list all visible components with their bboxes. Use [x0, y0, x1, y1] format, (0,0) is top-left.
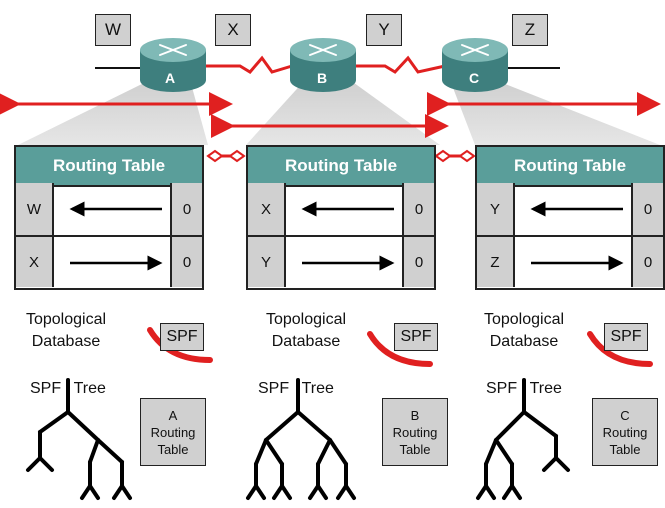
router-c-routing-table: C Routing Table — [592, 398, 658, 466]
arrow-right-icon — [531, 255, 624, 271]
table-row: Y 0 — [248, 235, 434, 287]
table-word: Table — [609, 441, 641, 457]
arrow-right-icon — [70, 255, 163, 271]
serial-link-ab — [205, 55, 293, 74]
route-network: Y — [248, 237, 286, 287]
tree-word: Tree — [301, 380, 334, 397]
topological-database-c: Topological Database — [464, 309, 584, 353]
spf-tree-c — [476, 378, 570, 500]
routing-table-title: Routing Table — [477, 147, 663, 187]
database-label: Database — [489, 333, 559, 350]
routing-table-a: Routing Table W 0 X 0 — [14, 145, 204, 290]
route-network: X — [16, 237, 54, 287]
route-metric: 0 — [631, 237, 663, 287]
spf-tree-label-a: SPF Tree — [30, 380, 106, 398]
router-b-label: B — [317, 70, 328, 86]
route-network: X — [248, 183, 286, 235]
spf-tree-b — [246, 378, 356, 500]
spf-arc-c — [587, 331, 653, 367]
routing-word: Routing — [150, 424, 196, 440]
table-word: Table — [399, 441, 431, 457]
topological-label: Topological — [25, 311, 107, 328]
network-label-y: Y — [366, 14, 402, 46]
beam-b — [246, 80, 440, 145]
network-label-w: W — [95, 14, 131, 46]
router-c-icon — [442, 38, 508, 92]
table-word: Table — [157, 441, 189, 457]
table-row: Z 0 — [477, 235, 663, 287]
route-metric: 0 — [402, 237, 434, 287]
route-network: Z — [477, 237, 515, 287]
route-metric: 0 — [170, 183, 202, 235]
spf-arc-b — [367, 331, 433, 367]
route-network: Y — [477, 183, 515, 235]
arrow-right-icon — [302, 255, 395, 271]
table-row: X 0 — [16, 235, 202, 287]
router-a-routing-table: A Routing Table — [140, 398, 206, 466]
route-network: W — [16, 183, 54, 235]
topological-database-b: Topological Database — [246, 309, 366, 353]
table-row: Y 0 — [477, 183, 663, 235]
router-name: A — [168, 407, 178, 423]
serial-link-bc — [355, 55, 446, 74]
routing-table-title: Routing Table — [248, 147, 434, 187]
route-metric: 0 — [631, 183, 663, 235]
spf-word: SPF — [258, 380, 290, 397]
routing-table-title: Routing Table — [16, 147, 202, 187]
routing-word: Routing — [392, 424, 438, 440]
topological-label: Topological — [483, 311, 565, 328]
tree-word: Tree — [73, 380, 106, 397]
route-metric: 0 — [170, 237, 202, 287]
router-name: B — [410, 407, 420, 423]
spf-word: SPF — [486, 380, 518, 397]
spf-box-b: SPF — [394, 323, 438, 351]
topological-label: Topological — [265, 311, 347, 328]
router-b-routing-table: B Routing Table — [382, 398, 448, 466]
router-a-icon — [140, 38, 206, 92]
router-c-label: C — [469, 70, 480, 86]
router-b-icon — [290, 38, 356, 92]
arrow-left-icon — [530, 201, 623, 217]
spf-arc-a — [147, 327, 213, 363]
arrow-left-icon — [301, 201, 394, 217]
routing-word: Routing — [602, 424, 648, 440]
spf-tree-label-c: SPF Tree — [486, 380, 562, 398]
router-name: C — [620, 407, 630, 423]
routing-table-c: Routing Table Y 0 Z 0 — [475, 145, 665, 290]
router-a-label: A — [165, 70, 176, 86]
spf-box-c: SPF — [604, 323, 648, 351]
arrow-left-icon — [69, 201, 162, 217]
network-label-x: X — [215, 14, 251, 46]
database-label: Database — [271, 333, 341, 350]
table-row: W 0 — [16, 183, 202, 235]
spf-tree-a — [26, 378, 132, 500]
spf-tree-label-b: SPF Tree — [258, 380, 334, 398]
route-metric: 0 — [402, 183, 434, 235]
tree-word: Tree — [529, 380, 562, 397]
routing-table-b: Routing Table X 0 Y 0 — [246, 145, 436, 290]
network-label-z: Z — [512, 14, 548, 46]
spf-word: SPF — [30, 380, 62, 397]
table-row: X 0 — [248, 183, 434, 235]
database-label: Database — [31, 333, 101, 350]
spf-box-a: SPF — [160, 323, 204, 351]
topological-database-a: Topological Database — [6, 309, 126, 353]
